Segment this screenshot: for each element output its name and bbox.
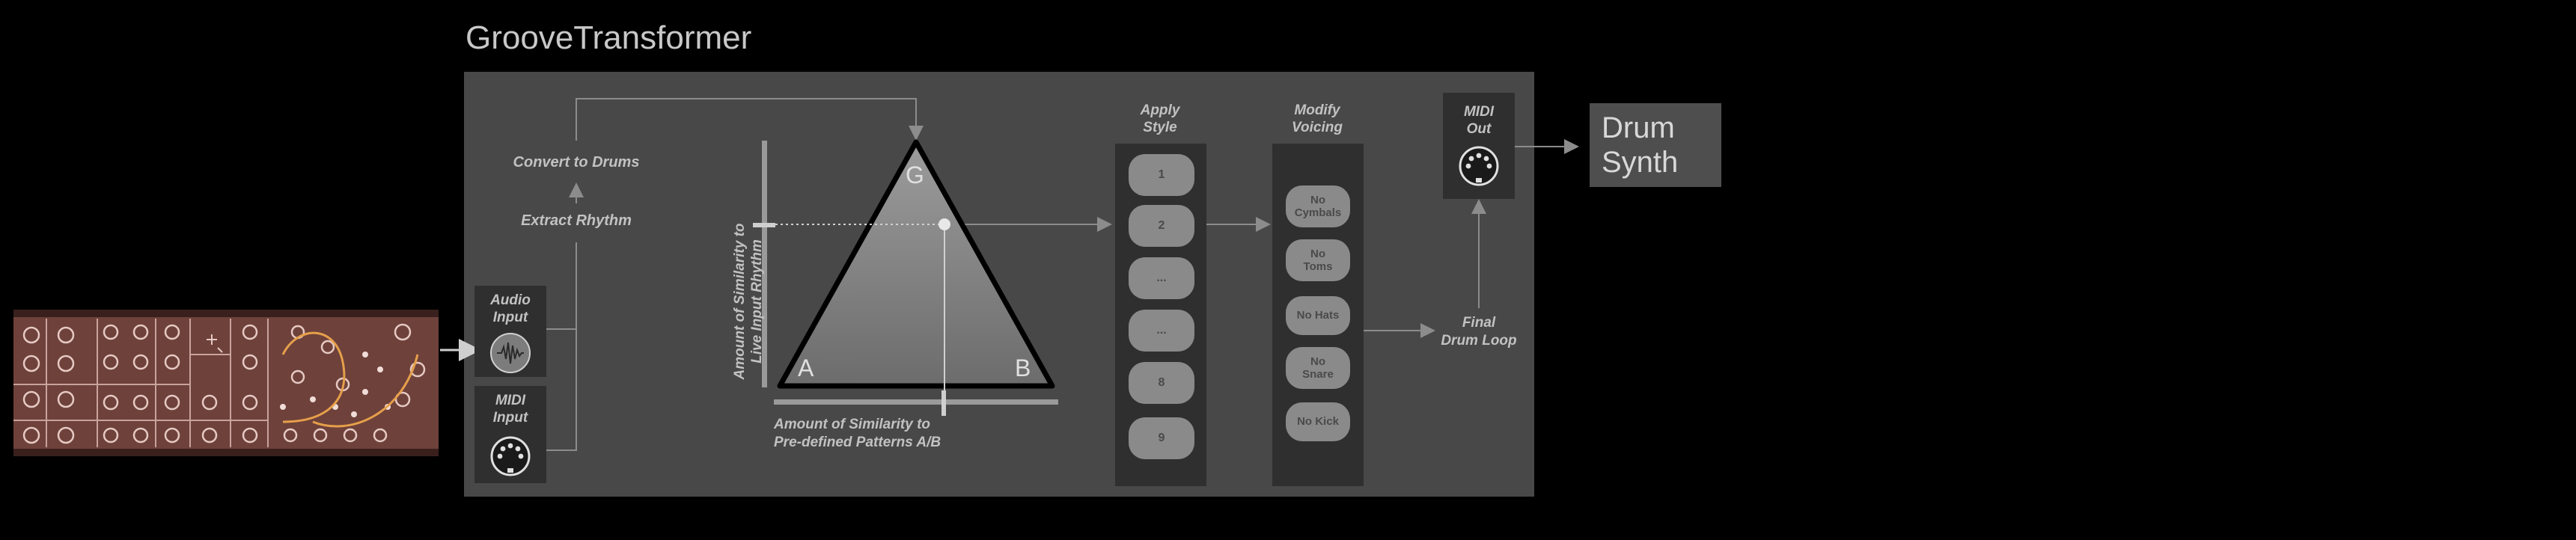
live-similarity-slider-track xyxy=(762,141,767,387)
style-button-2[interactable]: 2 xyxy=(1129,205,1194,247)
similarity-position-point xyxy=(938,218,950,230)
apply-style-column: 1 2 ... ... 8 9 xyxy=(1115,144,1206,486)
modular-synth-image xyxy=(13,310,439,456)
step-convert-to-drums: Convert to Drums xyxy=(513,154,640,171)
style-button-ellipsis-2[interactable]: ... xyxy=(1129,310,1194,352)
final-drum-loop-label: Final Drum Loop xyxy=(1441,315,1517,349)
midi-out-box[interactable]: MIDI Out xyxy=(1443,93,1515,199)
style-button-9[interactable]: 9 xyxy=(1129,417,1194,459)
voicing-no-hats-button[interactable]: No Hats xyxy=(1286,296,1350,335)
style-button-8[interactable]: 8 xyxy=(1129,362,1194,404)
live-similarity-axis-label: Amount of Similarity to Live Input Rhyth… xyxy=(732,223,765,380)
pattern-similarity-axis-label: Amount of Similarity to Pre-defined Patt… xyxy=(774,417,941,450)
midi-input-label: MIDI Input xyxy=(492,393,528,426)
step-extract-rhythm: Extract Rhythm xyxy=(521,212,632,229)
drum-synth-box: Drum Synth xyxy=(1590,103,1721,187)
modify-voicing-header: Modify Voicing xyxy=(1292,102,1343,135)
page-title: GrooveTransformer xyxy=(466,19,752,56)
pattern-similarity-slider-track xyxy=(774,399,1058,405)
style-button-ellipsis-1[interactable]: ... xyxy=(1129,257,1194,299)
similarity-triangle xyxy=(777,139,1055,389)
midi-out-label: MIDI Out xyxy=(1463,104,1495,137)
audio-input-label: Audio Input xyxy=(490,292,531,325)
vertex-b-label: B xyxy=(1015,355,1031,381)
style-button-1[interactable]: 1 xyxy=(1129,154,1194,196)
pattern-similarity-slider-handle xyxy=(941,390,946,416)
apply-style-header: Apply Style xyxy=(1140,102,1180,135)
drum-synth-line2: Synth xyxy=(1602,146,1679,179)
voicing-no-kick-button[interactable]: No Kick xyxy=(1286,402,1350,441)
drum-synth-line1: Drum xyxy=(1602,111,1675,144)
vertex-a-label: A xyxy=(798,355,814,381)
midi-input-box[interactable]: MIDI Input xyxy=(474,386,546,483)
live-similarity-slider-handle xyxy=(753,223,775,227)
vertex-g-label: G xyxy=(906,162,924,188)
audio-input-box[interactable]: Audio Input xyxy=(474,286,546,377)
